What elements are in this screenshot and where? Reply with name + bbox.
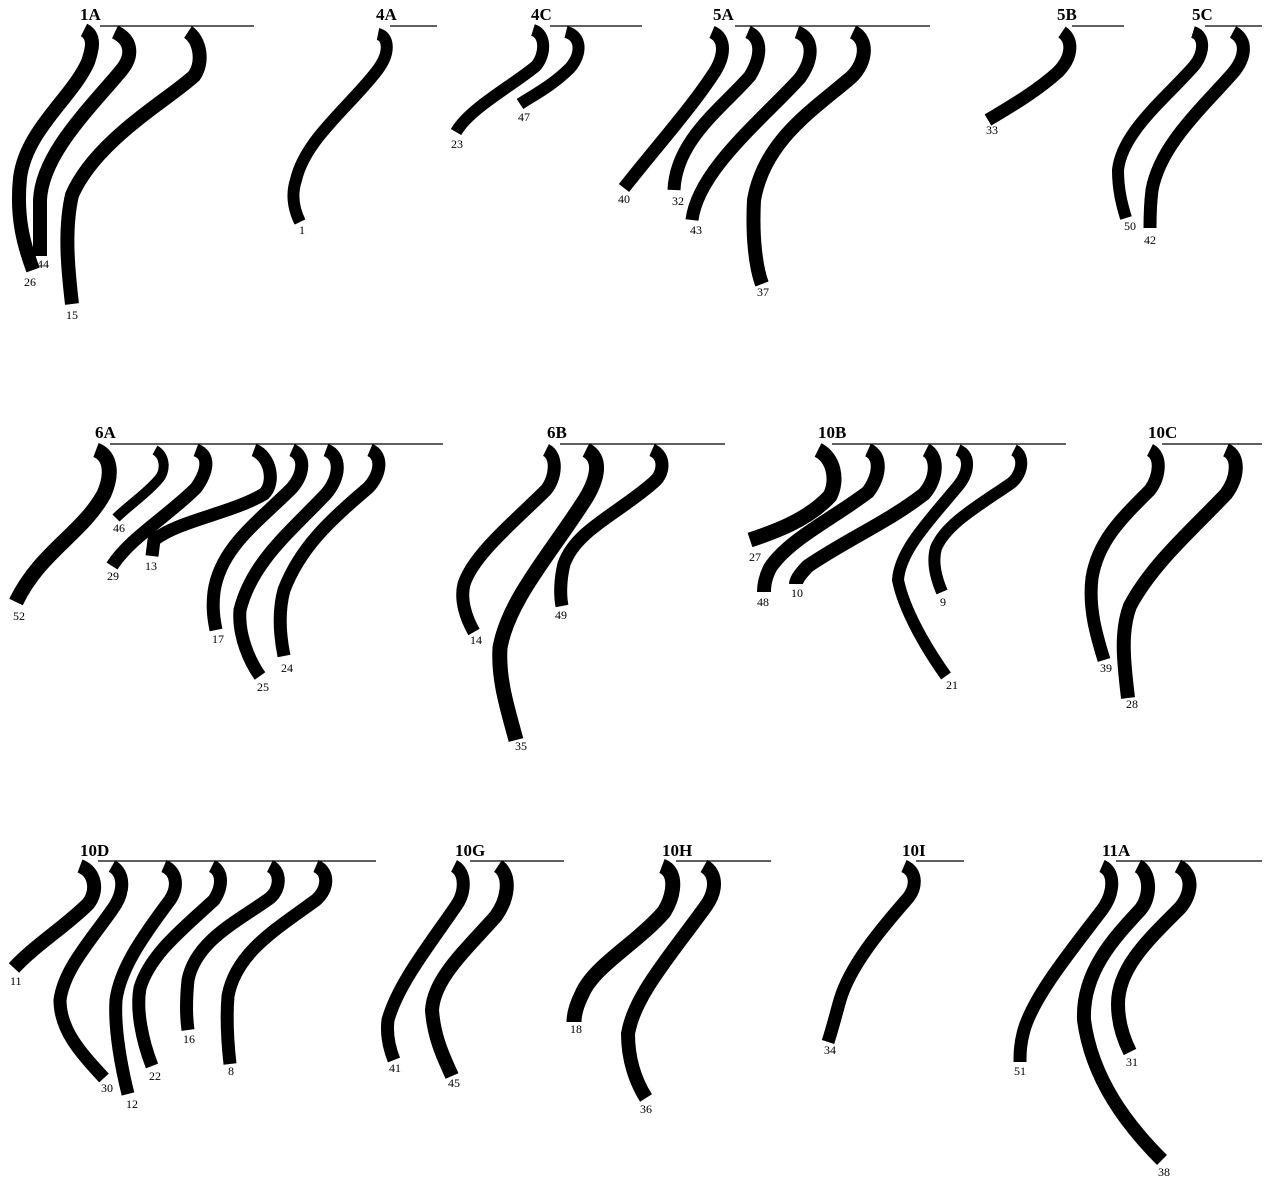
stroke-label: 1 <box>299 223 305 237</box>
group-label: 6A <box>95 423 117 442</box>
stroke-1 <box>293 34 386 222</box>
stroke-label: 8 <box>228 1064 234 1078</box>
stroke-label: 45 <box>448 1076 460 1090</box>
group-5A: 5A 40 32 43 37 <box>618 5 930 299</box>
group-label: 10D <box>80 841 109 860</box>
stroke-33 <box>988 32 1070 120</box>
stroke-label: 35 <box>515 739 527 753</box>
group-10H: 10H 18 36 <box>570 841 771 1116</box>
stroke-label: 41 <box>389 1061 401 1075</box>
group-10I: 10I 34 <box>824 841 964 1057</box>
stroke-23 <box>456 30 543 132</box>
group-4C: 4C 23 47 <box>451 5 642 151</box>
group-6A: 6A 52 46 29 13 17 25 24 <box>13 423 443 694</box>
group-label: 5C <box>1192 5 1213 24</box>
stroke-label: 37 <box>757 285 769 299</box>
group-5C: 5C 50 42 <box>1118 5 1262 247</box>
stroke-label: 33 <box>986 123 998 137</box>
stroke-28 <box>1124 450 1236 698</box>
stroke-49 <box>561 450 662 606</box>
stroke-label: 17 <box>212 632 224 646</box>
stroke-34 <box>828 866 914 1042</box>
stroke-label: 25 <box>257 680 269 694</box>
group-11A: 11A 51 31 38 <box>1014 841 1262 1178</box>
stroke-label: 13 <box>145 559 157 573</box>
group-label: 4A <box>376 5 398 24</box>
stroke-9 <box>934 450 1021 592</box>
stroke-label: 18 <box>570 1022 582 1036</box>
stroke-label: 28 <box>1126 697 1138 711</box>
group-label: 10C <box>1148 423 1177 442</box>
group-label: 5A <box>713 5 735 24</box>
stroke-18 <box>574 866 673 1022</box>
stroke-label: 51 <box>1014 1064 1026 1078</box>
stroke-52 <box>16 450 109 602</box>
group-label: 10G <box>455 841 485 860</box>
stroke-label: 30 <box>101 1081 113 1095</box>
group-label: 5B <box>1057 5 1077 24</box>
stroke-label: 31 <box>1126 1055 1138 1069</box>
stroke-label: 34 <box>824 1043 836 1057</box>
stroke-label: 29 <box>107 569 119 583</box>
stroke-label: 12 <box>126 1097 138 1111</box>
stroke-label: 9 <box>940 595 946 609</box>
stroke-label: 49 <box>555 608 567 622</box>
stroke-label: 14 <box>470 633 482 647</box>
stroke-label: 42 <box>1144 233 1156 247</box>
stroke-46 <box>116 450 164 518</box>
stroke-22 <box>139 866 221 1066</box>
group-label: 10I <box>902 841 926 860</box>
stroke-45 <box>432 866 507 1076</box>
stroke-label: 36 <box>640 1102 652 1116</box>
stroke-label: 22 <box>149 1069 161 1083</box>
stroke-label: 46 <box>113 521 125 535</box>
stroke-label: 32 <box>672 194 684 208</box>
stroke-label: 10 <box>791 586 803 600</box>
stroke-label: 15 <box>66 308 78 322</box>
stroke-label: 16 <box>183 1032 195 1046</box>
group-label: 4C <box>531 5 552 24</box>
group-label: 11A <box>1102 841 1131 860</box>
group-10C: 10C 39 28 <box>1091 423 1262 711</box>
group-label: 10H <box>662 841 692 860</box>
group-1A: 1A 26 44 15 <box>19 5 254 322</box>
group-10B: 10B 27 48 10 21 9 <box>749 423 1066 692</box>
stroke-label: 47 <box>518 110 530 124</box>
stroke-label: 50 <box>1124 219 1136 233</box>
group-10D: 10D 11 30 12 22 16 8 <box>10 841 376 1111</box>
stroke-label: 52 <box>13 609 25 623</box>
group-10G: 10G 41 45 <box>387 841 564 1090</box>
stroke-label: 40 <box>618 192 630 206</box>
stroke-label: 48 <box>757 595 769 609</box>
group-label: 1A <box>80 5 102 24</box>
stroke-label: 26 <box>24 275 36 289</box>
group-label: 10B <box>818 423 846 442</box>
group-label: 6B <box>547 423 567 442</box>
stroke-label: 39 <box>1100 661 1112 675</box>
stroke-label: 24 <box>281 661 293 675</box>
group-5B: 5B 33 <box>986 5 1124 137</box>
group-6B: 6B 14 35 49 <box>463 423 725 753</box>
stroke-label: 38 <box>1158 1165 1170 1178</box>
stroke-label: 43 <box>690 223 702 237</box>
stroke-label: 23 <box>451 137 463 151</box>
stroke-label: 21 <box>946 678 958 692</box>
group-4A: 4A 1 <box>293 5 437 237</box>
stroke-label: 11 <box>10 974 22 988</box>
stroke-label: 27 <box>749 550 761 564</box>
stroke-label: 44 <box>37 257 49 271</box>
